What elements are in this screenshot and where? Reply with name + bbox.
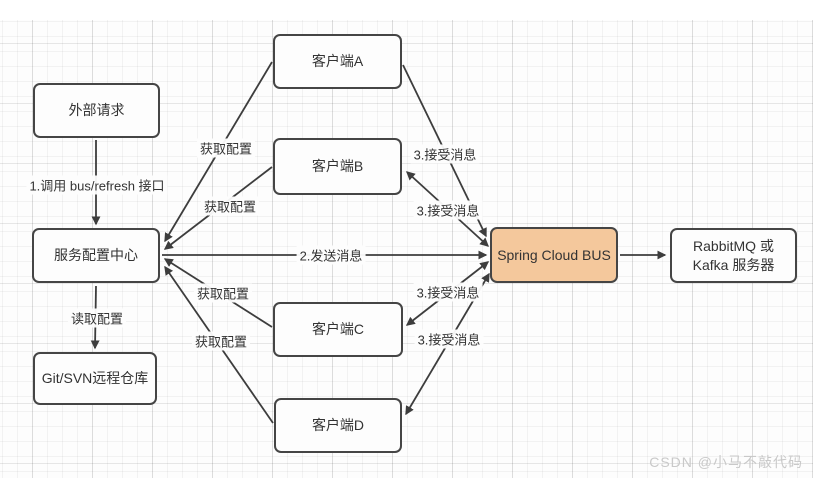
config-center-node: 服务配置中心 [32,228,160,283]
label-send-message: 2.发送消息 [296,245,366,265]
label-receive-message-b: 3.接受消息 [413,200,483,220]
external-request-label: 外部请求 [68,102,125,119]
mq-server-node: RabbitMQ 或 Kafka 服务器 [670,228,797,283]
label-get-config-d: 获取配置 [191,331,251,351]
bus-node: Spring Cloud BUS [490,227,618,283]
git-repo-node: Git/SVN远程仓库 [33,352,157,405]
label-receive-message-a: 3.接受消息 [410,144,480,164]
client-a-node: 客户端A [273,34,402,89]
client-d-node: 客户端D [274,398,402,453]
label-get-config-c: 获取配置 [193,283,253,303]
client-b-label: 客户端B [311,158,364,175]
label-receive-message-c: 3.接受消息 [413,282,483,302]
mq-label-line2: Kafka 服务器 [692,256,775,273]
client-a-label: 客户端A [311,53,364,70]
mq-label-line1: RabbitMQ 或 [693,237,774,254]
label-get-config-a: 获取配置 [196,138,256,158]
label-get-config-b: 获取配置 [200,196,260,216]
config-center-label: 服务配置中心 [54,247,138,264]
client-b-node: 客户端B [273,138,402,195]
label-read-config: 读取配置 [67,308,127,328]
client-c-node: 客户端C [273,302,403,357]
bus-label: Spring Cloud BUS [497,246,611,263]
external-request-node: 外部请求 [33,83,160,138]
client-d-label: 客户端D [311,417,365,434]
watermark: CSDN @小马不敲代码 [649,454,803,470]
git-repo-label: Git/SVN远程仓库 [41,370,149,387]
label-call-refresh: 1.调用 bus/refresh 接口 [26,175,168,195]
client-c-label: 客户端C [311,321,365,338]
label-receive-message-d: 3.接受消息 [414,329,484,349]
